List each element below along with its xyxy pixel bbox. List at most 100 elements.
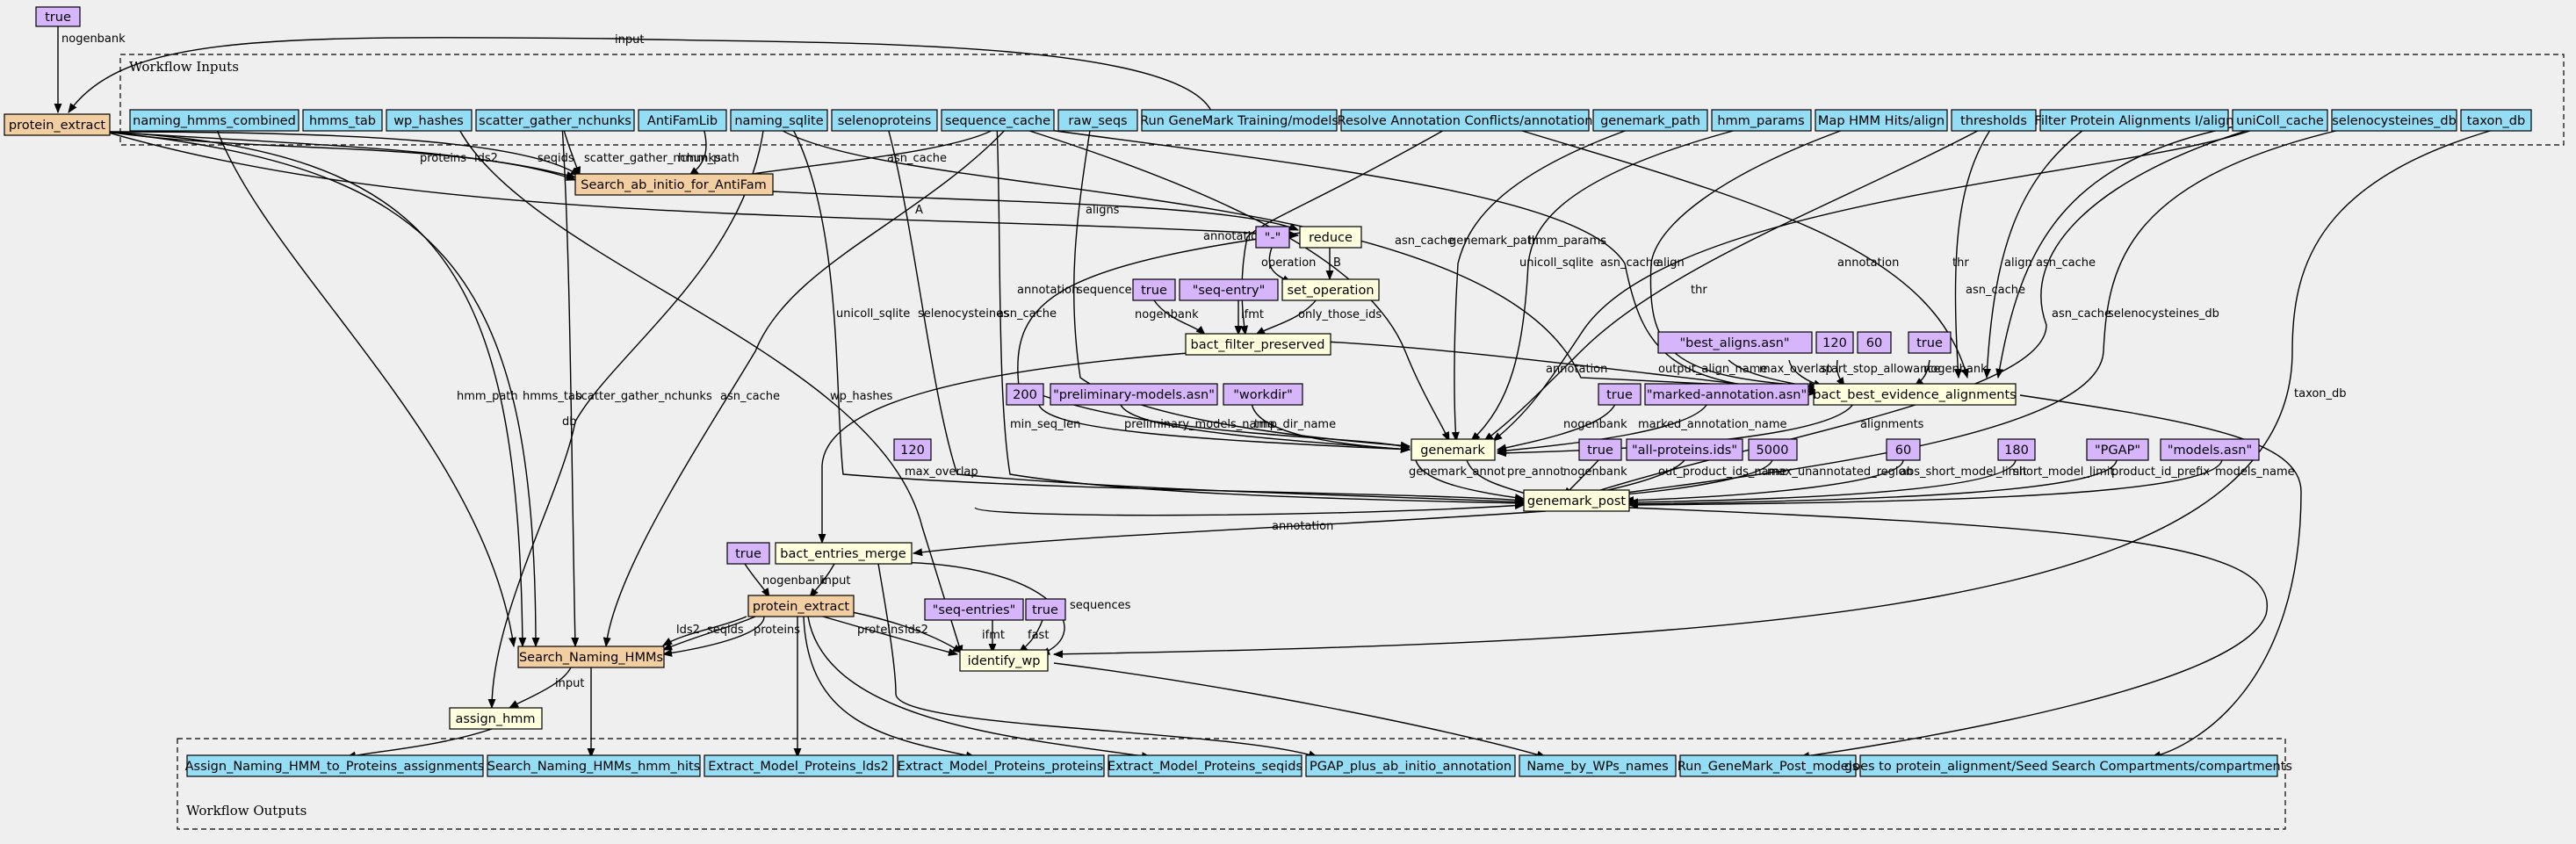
- subworkflow-search-ab-initio-antifam[interactable]: Search_ab_initio_for_AntiFam: [574, 173, 774, 196]
- step-set-operation[interactable]: set_operation: [1281, 278, 1380, 301]
- input-scatter-gather-nchunks[interactable]: scatter_gather_nchunks: [475, 109, 635, 132]
- const-pgap[interactable]: "PGAP": [2086, 438, 2149, 461]
- input-filter-protein-alignments[interactable]: Filter Protein Alignments I/align: [2035, 109, 2234, 132]
- subworkflow-protein-extract-mid[interactable]: protein_extract: [747, 595, 855, 617]
- const-120-bbea[interactable]: 120: [1815, 331, 1854, 354]
- step-assign-hmm[interactable]: assign_hmm: [449, 707, 543, 730]
- edge-genemarkpath-to-genemark: [1451, 124, 1643, 443]
- edge-seleno-to-gpost: [886, 124, 1526, 506]
- const-200[interactable]: 200: [1006, 383, 1044, 406]
- edge-label-start-stop: start_stop_allowance: [1821, 363, 1940, 376]
- input-hmms-tab[interactable]: hmms_tab: [302, 109, 383, 132]
- edge-pe-top-to-snh: [105, 131, 527, 648]
- input-map-hmm-hits-align[interactable]: Map HMM Hits/align: [1815, 109, 1948, 132]
- edge-180-to-gpost: [1627, 459, 2017, 507]
- input-taxon-db[interactable]: taxon_db: [2460, 109, 2532, 132]
- edge-label-annotation-gm: annotation: [1017, 284, 1079, 297]
- output-extract-lds2[interactable]: Extract_Model_Proteins_lds2: [704, 754, 894, 777]
- const-workdir[interactable]: "workdir": [1223, 383, 1303, 406]
- search-naming-hmms-label: Search_Naming_HMMs: [519, 651, 663, 665]
- step-identify-wp[interactable]: identify_wp: [959, 649, 1049, 672]
- const-true-gpost-label: true: [1587, 444, 1613, 458]
- subworkflow-search-naming-hmms[interactable]: Search_Naming_HMMs: [517, 646, 665, 668]
- const-true-genemark[interactable]: true: [1598, 383, 1642, 406]
- input-thresholds[interactable]: thresholds: [1951, 109, 2037, 132]
- const-true-merge[interactable]: true: [726, 542, 770, 565]
- output-run-genemark-post[interactable]: Run_GeneMark_Post_models: [1678, 754, 1859, 777]
- const-seq-entry[interactable]: "seq-entry": [1179, 278, 1279, 301]
- const-marked-annotation[interactable]: "marked-annotation.asn": [1644, 383, 1809, 406]
- edge-selenodb-to-gpost: [1579, 124, 2363, 502]
- const-true-top[interactable]: true: [35, 6, 81, 27]
- const-180[interactable]: 180: [1997, 438, 2036, 461]
- edge-pe-proteins-to-antifam: [105, 131, 577, 179]
- input-hmm-params[interactable]: hmm_params: [1711, 109, 1812, 132]
- const-all-proteins[interactable]: "all-proteins.ids": [1626, 438, 1743, 461]
- edge-seqcache-to-gpost: [996, 124, 1526, 508]
- const-5000[interactable]: 5000: [1748, 438, 1798, 461]
- input-raw-seqs-label: raw_seqs: [1068, 114, 1127, 128]
- const-true-bbea[interactable]: true: [1908, 331, 1952, 354]
- const-pgap-label: "PGAP": [2095, 444, 2140, 458]
- input-resolve-annotation[interactable]: Resolve Annotation Conflicts/annotation: [1338, 109, 1593, 132]
- const-models-asn[interactable]: "models.asn": [2160, 438, 2260, 461]
- input-wp-hashes[interactable]: wp_hashes: [386, 109, 473, 132]
- const-dash[interactable]: "-": [1255, 226, 1290, 249]
- const-true-filter[interactable]: true: [1132, 278, 1176, 301]
- const-true-wp[interactable]: true: [1025, 598, 1066, 621]
- const-preliminary-models[interactable]: "preliminary-models.asn": [1050, 383, 1218, 406]
- output-extract-seqids[interactable]: Extract_Model_Proteins_seqids: [1108, 754, 1302, 777]
- input-genemark-path[interactable]: genemark_path: [1592, 109, 1708, 132]
- output-name-by-wps[interactable]: Name_by_WPs_names: [1519, 754, 1677, 777]
- input-naming-hmms-combined[interactable]: naming_hmms_combined: [129, 109, 299, 132]
- input-naming-sqlite[interactable]: naming_sqlite: [730, 109, 828, 132]
- edge-label-hmms-tab: hmms_tab: [523, 390, 582, 403]
- input-antifamlib[interactable]: AntiFamLib: [638, 109, 727, 132]
- step-reduce[interactable]: reduce: [1299, 226, 1362, 249]
- edge-resolve-to-bfp: [1240, 124, 1454, 336]
- edge-label-max-overlap-b: max_overlap: [905, 465, 978, 479]
- edge-pe-lds2-to-snh: [662, 616, 747, 646]
- input-unicoll-cache[interactable]: uniColl_cache: [2232, 109, 2328, 132]
- const-60-bbea[interactable]: 60: [1857, 331, 1892, 354]
- edge-label-min-seq-len: min_seq_len: [1010, 418, 1080, 431]
- subworkflow-protein-extract-top[interactable]: protein_extract: [4, 113, 111, 136]
- edge-label-product-id-prefix: product_id_prefix: [2111, 465, 2210, 479]
- step-bact-entries-merge[interactable]: bact_entries_merge: [775, 542, 913, 565]
- edge-label-proteins-wp: proteins: [857, 624, 904, 637]
- step-genemark-post[interactable]: genemark_post: [1523, 489, 1630, 512]
- output-search-naming-hits[interactable]: Search_Naming_HMMs_hmm_hits: [487, 754, 701, 777]
- const-seq-entries[interactable]: "seq-entries": [924, 598, 1024, 621]
- const-60-gpost[interactable]: 60: [1886, 438, 1921, 461]
- const-120-gpost[interactable]: 120: [893, 438, 932, 461]
- output-assign-naming[interactable]: Assign_Naming_HMM_to_Proteins_assignment…: [185, 754, 485, 777]
- edge-label-ifmt-wp: ifmt: [982, 629, 1005, 642]
- const-best-aligns[interactable]: "best_aligns.asn": [1657, 331, 1813, 354]
- step-bact-filter-preserved[interactable]: bact_filter_preserved: [1185, 333, 1331, 356]
- step-genemark-label: genemark: [1420, 444, 1485, 458]
- edge-label-proteins: proteins: [420, 152, 466, 165]
- edge-label-asn-cache-gm2: asn_cache: [1966, 284, 2025, 297]
- edge-pe-proteins-to-wp: [816, 614, 959, 656]
- edge-filteralign-to-bbea: [1983, 124, 2091, 379]
- step-genemark[interactable]: genemark: [1411, 438, 1496, 461]
- output-extract-proteins[interactable]: Extract_Model_Proteins_proteins: [897, 754, 1105, 777]
- output-pgap-annotation[interactable]: PGAP_plus_ab_initio_annotation: [1305, 754, 1516, 777]
- input-scatter-gather-nchunks-label: scatter_gather_nchunks: [479, 114, 631, 128]
- edge-label-asn-cache-bbea: asn_cache: [1600, 256, 1660, 270]
- edge-unicoll-to-bbea: [1995, 124, 2245, 379]
- input-genemark-training-models[interactable]: Run GeneMark Training/models: [1140, 109, 1339, 132]
- input-selenocysteines-db[interactable]: selenocysteines_db: [2331, 109, 2457, 132]
- output-compartments[interactable]: goes to protein_alignment/Seed Search Co…: [1844, 754, 2292, 777]
- output-extract-lds2-label: Extract_Model_Proteins_lds2: [708, 760, 889, 774]
- edge-label-lds2-wp: lds2: [905, 624, 928, 637]
- step-bact-best-evidence-alignments[interactable]: bact_best_evidence_alignments: [1813, 383, 2017, 406]
- edge-label-align-bbea2: align: [2004, 256, 2032, 270]
- step-bbea-label: bact_best_evidence_alignments: [1813, 388, 2016, 402]
- edge-seqcache-to-bbea: [1009, 124, 1820, 396]
- edge-workdir-to-genemark: [1251, 401, 1411, 453]
- input-raw-seqs[interactable]: raw_seqs: [1057, 109, 1138, 132]
- input-sequence-cache[interactable]: sequence_cache: [941, 109, 1055, 132]
- input-selenoproteins[interactable]: selenoproteins: [831, 109, 938, 132]
- const-true-gpost[interactable]: true: [1578, 438, 1622, 461]
